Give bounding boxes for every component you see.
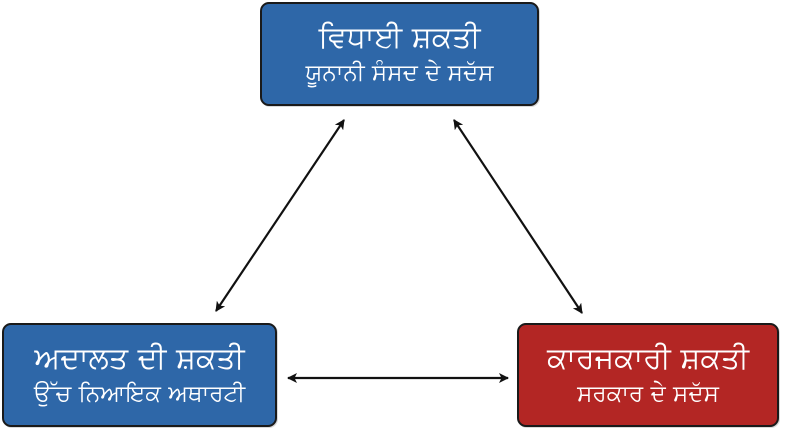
executive-power-subtitle: ਸਰਕਾਰ ਦੇ ਸਦੱਸ (577, 381, 719, 407)
judicial-power-title: ਅਦਾਲਤ ਦੀ ਸ਼ਕਤੀ (34, 341, 245, 376)
legislative-power-box: ਵਿਧਾਈ ਸ਼ਕਤੀ ਯੂਨਾਨੀ ਸੰਸਦ ਦੇ ਸਦੱਸ (260, 2, 539, 106)
arrow-legislative-executive (453, 119, 583, 314)
legislative-power-title: ਵਿਧਾਈ ਸ਼ਕਤੀ (318, 20, 481, 55)
arrow-legislative-judicial (215, 119, 345, 312)
judicial-power-subtitle: ਉੱਚ ਨਿਆਇਕ ਅਥਾਰਟੀ (33, 381, 246, 407)
executive-power-title: ਕਾਰਜਕਾਰੀ ਸ਼ਕਤੀ (546, 341, 750, 376)
legislative-power-subtitle: ਯੂਨਾਨੀ ਸੰਸਦ ਦੇ ਸਦੱਸ (305, 60, 494, 86)
judicial-power-box: ਅਦਾਲਤ ਦੀ ਸ਼ਕਤੀ ਉੱਚ ਨਿਆਇਕ ਅਥਾਰਟੀ (2, 323, 277, 427)
executive-power-box: ਕਾਰਜਕਾਰੀ ਸ਼ਕਤੀ ਸਰਕਾਰ ਦੇ ਸਦੱਸ (517, 323, 779, 427)
